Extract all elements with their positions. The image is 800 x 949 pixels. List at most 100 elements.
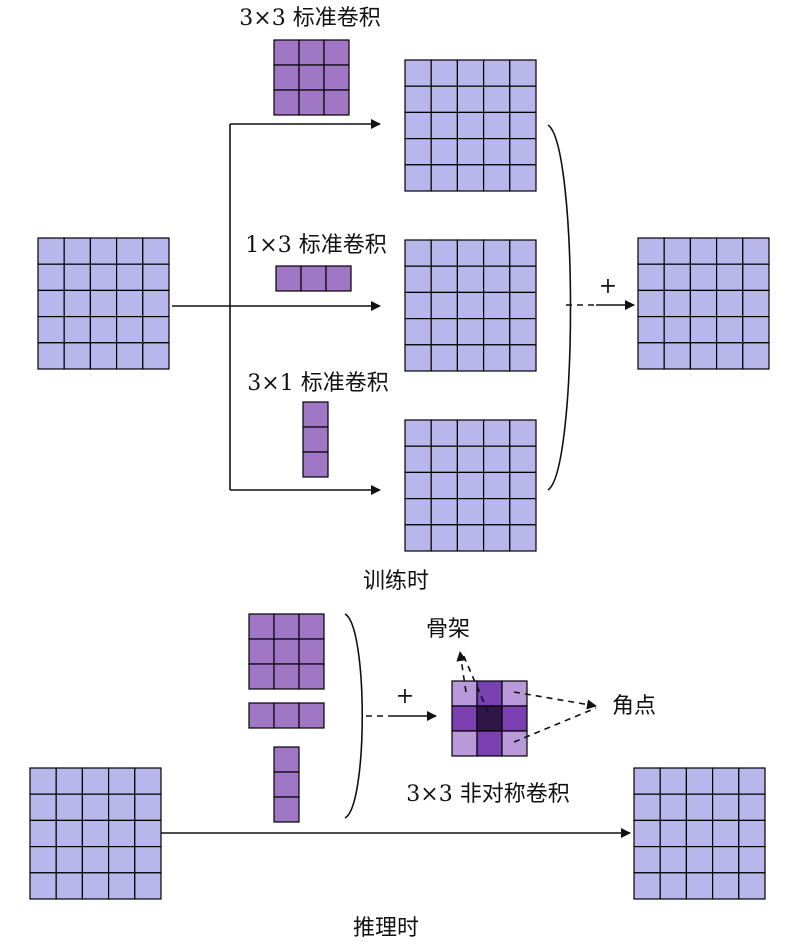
grid-cell [689, 316, 718, 344]
grid-cell [404, 318, 432, 346]
asym-cell-corner [501, 680, 528, 707]
grid-cell [107, 845, 136, 874]
grid-cell [663, 316, 692, 344]
grid-cell [298, 39, 325, 66]
grid-cell [29, 872, 57, 900]
grid-cell [115, 289, 144, 318]
training-section: 3×3 标准卷积 1×3 标准卷积 3×1 标准卷积 + 训练时 [37, 6, 770, 594]
grid-cell [89, 237, 118, 265]
grid-cell [689, 289, 718, 318]
grid-cell [689, 237, 718, 265]
grid-cell [509, 291, 537, 320]
grid-cell [298, 89, 325, 116]
grid-cell [404, 524, 432, 552]
grid-cell [430, 138, 459, 166]
grid-cell [430, 265, 459, 294]
asymmetric-kernel-3x3 [451, 680, 528, 757]
grid-cell [81, 767, 110, 795]
grid-cell [55, 793, 84, 822]
grid-cell [483, 85, 511, 113]
grid-cell [298, 663, 325, 690]
grid-cell [323, 64, 350, 91]
grid-cell [483, 239, 511, 267]
grid-cell [89, 289, 118, 318]
asym-cell-skeleton [451, 705, 478, 732]
grid-cell [107, 819, 136, 848]
grid-cell [711, 819, 740, 848]
grid-cell [738, 767, 766, 795]
grid-cell [509, 164, 537, 192]
grid-cell [430, 59, 459, 87]
grid-cell [456, 239, 485, 267]
grid-cell [55, 845, 84, 874]
inference-output-feature-map [633, 767, 766, 900]
grid-cell [509, 471, 537, 500]
kernel-3x3-label: 3×3 标准卷积 [239, 6, 380, 31]
grid-cell [663, 289, 692, 318]
grid-cell [81, 845, 110, 874]
grid-cell [633, 872, 661, 900]
grid-cell [37, 316, 65, 344]
grid-cell [81, 872, 110, 900]
grid-cell [509, 138, 537, 166]
grid-cell [456, 291, 485, 320]
grid-cell [298, 702, 325, 729]
grid-cell [134, 819, 162, 848]
grid-cell [302, 426, 329, 453]
grid-cell [37, 237, 65, 265]
corner-label: 角点 [612, 694, 656, 719]
grid-cell [134, 845, 162, 874]
grid-cell [430, 344, 459, 372]
grid-cell [742, 289, 770, 318]
grid-cell [509, 111, 537, 140]
grid-cell [430, 291, 459, 320]
grid-cell [107, 872, 136, 900]
training-plus-sign: + [599, 274, 617, 299]
output-feature-map-1x3 [404, 239, 537, 372]
grid-cell [685, 767, 714, 795]
grid-cell [483, 344, 511, 372]
grid-cell [483, 164, 511, 192]
grid-cell [404, 164, 432, 192]
asym-cell-skeleton [501, 705, 528, 732]
grid-cell [248, 638, 275, 665]
grid-cell [509, 318, 537, 346]
grid-cell [323, 89, 350, 116]
grid-cell [637, 289, 665, 318]
inference-section: + 骨架 角点 3×3 非对称卷积 推理时 [29, 613, 766, 941]
grid-cell [715, 342, 744, 370]
grid-cell [55, 819, 84, 848]
grid-cell [715, 263, 744, 292]
asymmetric-kernel-label: 3×3 非对称卷积 [406, 782, 569, 807]
grid-cell [456, 445, 485, 474]
grid-cell [63, 342, 91, 370]
grid-cell [430, 239, 459, 267]
grid-cell [711, 767, 740, 795]
grid-cell [37, 342, 65, 370]
grid-cell [142, 289, 170, 318]
grid-cell [273, 89, 300, 116]
grid-cell [29, 819, 57, 848]
grid-cell [81, 819, 110, 848]
grid-cell [509, 498, 537, 526]
grid-cell [29, 767, 57, 795]
grid-cell [633, 845, 661, 874]
grid-cell [483, 265, 511, 294]
grid-cell [509, 445, 537, 474]
grid-cell [456, 471, 485, 500]
grid-cell [456, 85, 485, 113]
grid-cell [273, 746, 300, 773]
grid-cell [273, 39, 300, 66]
grid-cell [248, 702, 275, 729]
grid-cell [404, 265, 432, 294]
grid-cell [404, 445, 432, 474]
grid-cell [430, 524, 459, 552]
grid-cell [483, 445, 511, 474]
grid-cell [323, 39, 350, 66]
grid-cell [738, 819, 766, 848]
grid-cell [29, 793, 57, 822]
grid-cell [273, 613, 300, 640]
grid-cell [663, 237, 692, 265]
grid-cell [273, 663, 300, 690]
